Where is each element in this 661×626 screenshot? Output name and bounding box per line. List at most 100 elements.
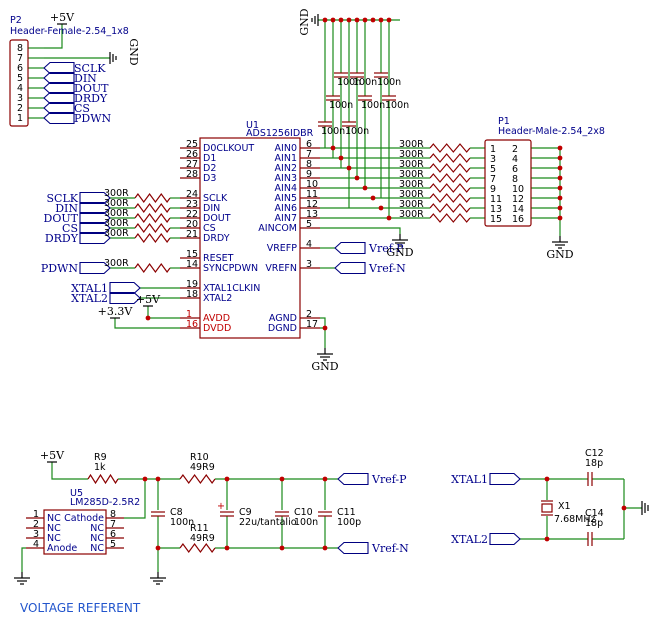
junction-dot bbox=[322, 325, 328, 331]
u1-pin-number: 21 bbox=[186, 229, 198, 240]
u5-pin-name: NC bbox=[47, 513, 61, 524]
junction-dot bbox=[279, 545, 285, 551]
u1-pin-number: 24 bbox=[186, 189, 198, 200]
resistor-300r bbox=[429, 153, 471, 163]
resistor-value: 300R bbox=[399, 209, 424, 220]
u1-pin-number: 28 bbox=[186, 169, 198, 180]
p1-pin-number: 10 bbox=[512, 184, 524, 195]
net-flag bbox=[79, 191, 111, 205]
u1-pin-name: DRDY bbox=[203, 233, 230, 244]
junction-dot bbox=[346, 165, 352, 171]
u1-pin-name: AIN5 bbox=[275, 193, 297, 204]
wire bbox=[320, 227, 401, 234]
net-flag bbox=[79, 201, 111, 215]
junction-dot bbox=[386, 17, 392, 23]
u1-pin-number: 22 bbox=[186, 209, 198, 220]
capacitor-value: 100n bbox=[353, 77, 377, 88]
p1-value: Header-Male-2.54_2x8 bbox=[498, 126, 605, 137]
net-label: DOUT bbox=[74, 82, 109, 95]
resistor-300r bbox=[429, 173, 471, 183]
net-flag bbox=[79, 231, 111, 245]
u1-pin-name: SYNCPDWN bbox=[203, 263, 258, 274]
net-flag bbox=[43, 91, 75, 105]
u1-pin-name: AIN3 bbox=[275, 173, 297, 184]
net-flag bbox=[43, 111, 75, 125]
u5-pin-name: Anode bbox=[47, 543, 77, 554]
resistor-r10 bbox=[179, 473, 216, 485]
u1-pin-name: D0CLKOUT bbox=[203, 143, 254, 154]
u1-pin-name: DOUT bbox=[203, 213, 231, 224]
capacitor-value: 100n bbox=[345, 126, 369, 137]
u5-pin-number: 3 bbox=[33, 529, 39, 540]
resistor-300r bbox=[429, 203, 471, 213]
capacitor-value: 100n bbox=[170, 517, 194, 528]
net-label: DRDY bbox=[74, 92, 108, 105]
u5-pin-name: NC bbox=[90, 523, 104, 534]
resistor-value: 300R bbox=[104, 228, 129, 239]
capacitor-ref: C9 bbox=[239, 507, 252, 518]
net-label: XTAL1 bbox=[451, 473, 488, 486]
capacitor-value: 18p bbox=[585, 458, 603, 469]
wire bbox=[21, 547, 26, 572]
net-label: CS bbox=[62, 222, 78, 235]
resistor-300r bbox=[134, 222, 171, 234]
resistor-r11 bbox=[179, 542, 216, 554]
capacitor-value: 100n bbox=[377, 77, 401, 88]
capacitor-value: 100p bbox=[337, 517, 361, 528]
header-p1-body bbox=[484, 139, 532, 227]
junction-dot bbox=[354, 175, 360, 181]
junction-dot bbox=[155, 476, 161, 482]
wire bbox=[320, 317, 326, 329]
junction-dot bbox=[362, 17, 368, 23]
crystal-value: 7.68MHz bbox=[554, 514, 595, 525]
power-label: +5V bbox=[50, 11, 75, 24]
p1-pin-number: 9 bbox=[490, 184, 496, 195]
resistor-r9 bbox=[87, 473, 119, 485]
u1-pin-name: AIN2 bbox=[275, 163, 297, 174]
capacitor-ref: C8 bbox=[170, 507, 183, 518]
net-label: DRDY bbox=[45, 232, 79, 245]
u1-pin-number: 16 bbox=[186, 319, 198, 330]
resistor-value: 1k bbox=[94, 462, 106, 473]
u5-pin-number: 6 bbox=[110, 529, 116, 540]
resistor-value: 300R bbox=[104, 218, 129, 229]
junction-dot bbox=[224, 545, 230, 551]
u1-pin-name: SCLK bbox=[203, 193, 228, 204]
polarity-mark: + bbox=[217, 501, 225, 512]
net-label: DIN bbox=[55, 202, 78, 215]
resistor-value: 300R bbox=[399, 159, 424, 170]
u1-pin-name: VREFP bbox=[267, 243, 298, 254]
resistor-value: 300R bbox=[104, 198, 129, 209]
p2-ref: P2 bbox=[10, 15, 22, 26]
junction-dot bbox=[544, 476, 550, 482]
u5-pin-number: 5 bbox=[110, 539, 116, 550]
p1-ref: P1 bbox=[498, 116, 510, 127]
junction-dot bbox=[338, 17, 344, 23]
u1-pin-number: 12 bbox=[306, 199, 318, 210]
resistor-300r bbox=[429, 143, 471, 153]
capacitor-ref: C10 bbox=[294, 507, 313, 518]
u1-pin-number: 26 bbox=[186, 149, 198, 160]
resistor-value: 300R bbox=[399, 169, 424, 180]
net-label: Vref-N bbox=[371, 542, 409, 555]
junction-dot bbox=[370, 195, 376, 201]
u1-pin-number: 4 bbox=[306, 239, 312, 250]
resistor-value: 300R bbox=[399, 199, 424, 210]
junction-dot bbox=[322, 545, 328, 551]
junction-dot bbox=[370, 17, 376, 23]
ground-label: GND bbox=[546, 248, 573, 261]
net-label: PDWN bbox=[74, 112, 112, 125]
net-flag bbox=[43, 61, 75, 75]
u5-value: LM285D-2.5R2 bbox=[70, 497, 140, 508]
u1-pin-name: AIN7 bbox=[275, 213, 297, 224]
resistor-value: 300R bbox=[399, 139, 424, 150]
junction-dot bbox=[330, 145, 336, 151]
p1-pin-number: 5 bbox=[490, 164, 496, 175]
u1-pin-number: 3 bbox=[306, 259, 312, 270]
u1-pin-number: 13 bbox=[306, 209, 318, 220]
u1-pin-name: XTAL1CLKIN bbox=[203, 283, 260, 294]
crystal-ref: X1 bbox=[558, 501, 571, 512]
u5-pin-number: 1 bbox=[33, 509, 39, 520]
net-flag bbox=[43, 71, 75, 85]
u5-pin-number: 8 bbox=[110, 509, 116, 520]
